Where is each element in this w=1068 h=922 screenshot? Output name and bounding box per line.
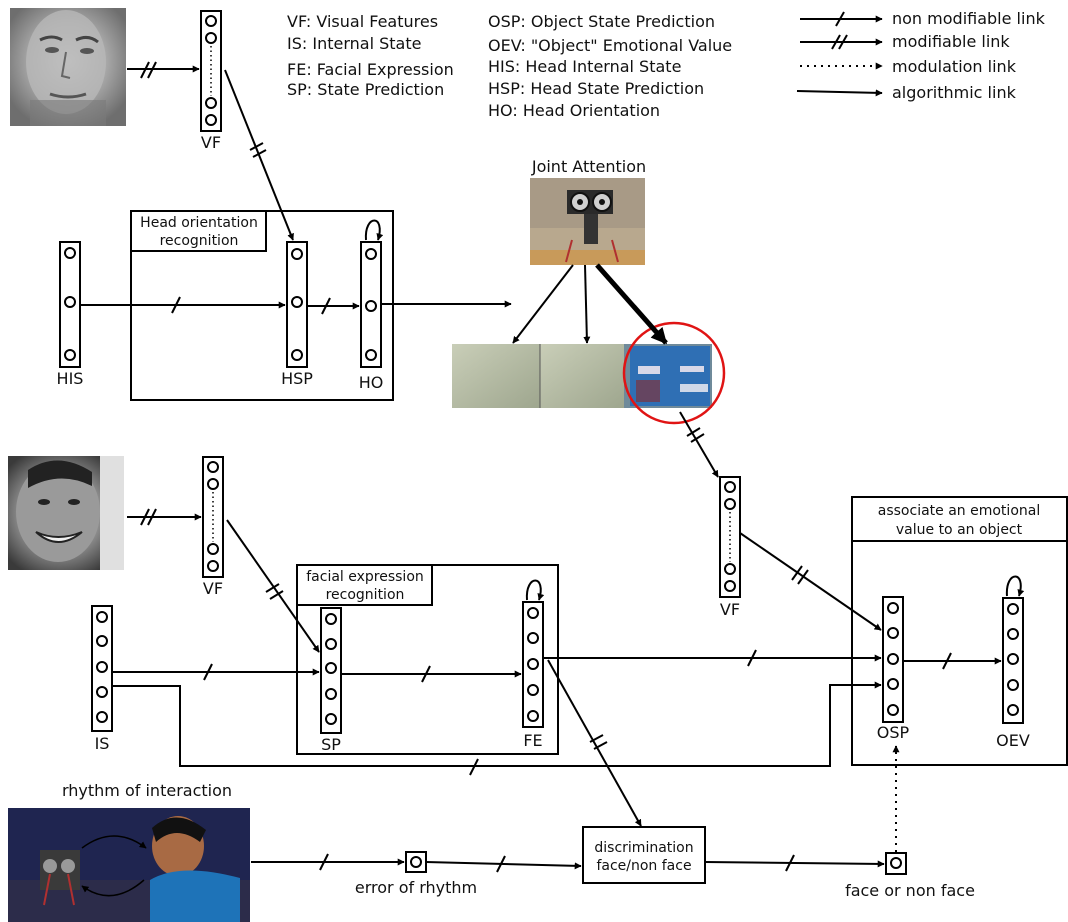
neuron-group-vf-top xyxy=(200,10,222,132)
neuron-face-or-non-face xyxy=(885,852,907,875)
legend-ho: HO: Head Orientation xyxy=(488,101,660,120)
legend-his: HIS: Head Internal State xyxy=(488,57,681,76)
neuron-group-vf-middle xyxy=(202,456,224,578)
label-osp: OSP xyxy=(877,723,910,742)
label-vf-top: VF xyxy=(201,133,221,152)
camera-frames xyxy=(452,344,712,408)
neuron-group-hsp xyxy=(286,241,308,368)
legend-hsp: HSP: Head State Prediction xyxy=(488,79,704,98)
label-vf-right: VF xyxy=(720,600,740,619)
link-is-to-osp xyxy=(112,681,882,767)
face-image-middle xyxy=(8,456,124,570)
legend-label-algorithmic: algorithmic link xyxy=(892,83,1017,102)
label-discrimination-line2: face/non face xyxy=(596,858,691,874)
legend-sp: SP: State Prediction xyxy=(287,80,444,99)
link-vf-to-hsp xyxy=(224,69,294,241)
legend-links xyxy=(796,11,883,97)
legend-slash xyxy=(835,11,845,27)
legend-osp: OSP: Object State Prediction xyxy=(488,12,715,31)
legend-vf: VF: Visual Features xyxy=(287,12,438,31)
group-head-orientation-title-line2: recognition xyxy=(160,233,239,249)
face-image-top xyxy=(10,8,126,126)
neuron-group-is xyxy=(91,605,113,732)
label-face-or-non-face: face or non face xyxy=(845,881,975,900)
link-discrimination-to-face xyxy=(704,860,885,868)
legend-label-modulation: modulation link xyxy=(892,57,1017,76)
label-rhythm-of-interaction: rhythm of interaction xyxy=(62,781,232,800)
link-fe-recurrent xyxy=(525,579,545,601)
group-facial-expression-title-box xyxy=(296,564,433,606)
neuron-group-ho xyxy=(360,241,382,368)
label-ho: HO xyxy=(359,373,384,392)
link-fe-to-discrimination xyxy=(547,659,642,827)
rhythm-image xyxy=(8,808,250,922)
legend-label-modifiable: modifiable link xyxy=(892,32,1010,51)
discrimination-box xyxy=(582,826,706,884)
neuron-group-sp xyxy=(320,607,342,734)
legend-slash xyxy=(831,34,841,50)
legend-is: IS: Internal State xyxy=(287,34,421,53)
link-robot-to-frame-right xyxy=(595,263,668,345)
neuron-group-vf-right xyxy=(719,476,741,598)
group-head-orientation-title-box xyxy=(130,210,267,252)
legend-slash xyxy=(838,34,848,50)
link-vf-to-osp xyxy=(739,532,882,631)
camera-frame-left xyxy=(452,344,540,408)
group-associate xyxy=(851,496,1068,766)
label-error-of-rhythm: error of rhythm xyxy=(355,878,477,897)
legend-fe: FE: Facial Expression xyxy=(287,60,454,79)
link-error-to-discrimination xyxy=(425,861,582,870)
legend-arrow-algorithmic xyxy=(796,89,883,97)
neuron-error-of-rhythm xyxy=(405,851,427,873)
link-object-to-vf xyxy=(679,411,719,478)
label-sp: SP xyxy=(321,735,341,754)
camera-frame-center xyxy=(540,344,624,408)
label-joint-attention: Joint Attention xyxy=(531,157,646,176)
group-facial-expression-title-line2: recognition xyxy=(326,587,405,603)
label-oev: OEV xyxy=(996,731,1030,750)
label-fe: FE xyxy=(523,731,542,750)
neuron-group-fe xyxy=(522,601,544,728)
group-facial-expression-title-line1: facial expression xyxy=(306,569,424,585)
legend-abbreviations: VF: Visual Features IS: Internal State F… xyxy=(287,12,732,120)
legend-oev: OEV: "Object" Emotional Value xyxy=(488,36,732,55)
link-vf-to-sp xyxy=(226,519,320,653)
label-vf-middle: VF xyxy=(203,579,223,598)
link-oev-recurrent xyxy=(1005,575,1025,597)
link-robot-to-frame-center xyxy=(583,264,591,344)
group-head-orientation-title-line1: Head orientation xyxy=(140,215,258,231)
robot-image-joint-attention xyxy=(530,178,645,265)
legend-label-non-modifiable: non modifiable link xyxy=(892,9,1046,28)
label-is: IS xyxy=(95,734,110,753)
label-his: HIS xyxy=(57,369,84,388)
label-discrimination-line1: discrimination xyxy=(594,840,693,856)
highlight-circle xyxy=(622,321,726,425)
link-ho-recurrent xyxy=(364,219,384,241)
group-associate-title-line2: value to an object xyxy=(896,522,1023,538)
group-associate-title-line1: associate an emotional xyxy=(878,503,1040,519)
neuron-group-his xyxy=(59,241,81,368)
neuron-group-osp xyxy=(882,596,904,723)
neuron-group-oev xyxy=(1002,597,1024,724)
label-hsp: HSP xyxy=(281,369,313,388)
link-robot-to-frame-left xyxy=(512,264,574,344)
